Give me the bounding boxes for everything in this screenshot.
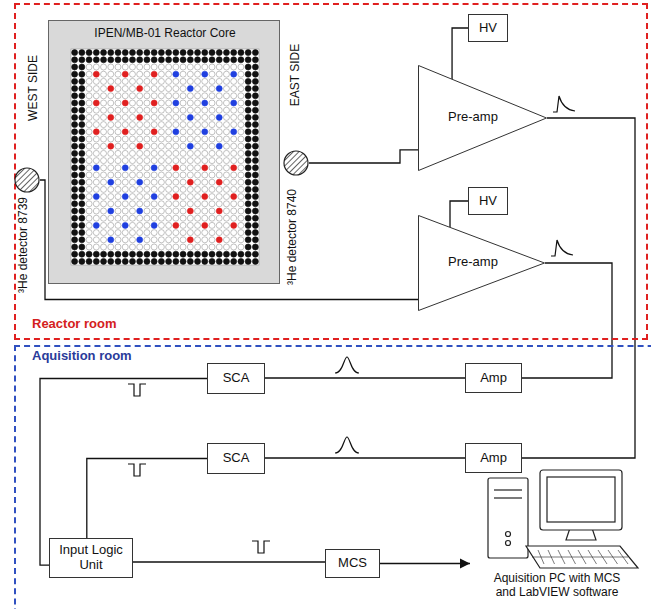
he3-detector: ³He detector 8739 — [14, 167, 40, 193]
signal-wire — [265, 457, 465, 458]
box-label: Pre-amp — [436, 255, 510, 270]
amp-box: Amp — [465, 443, 522, 473]
room-region: SCAAmpSCAAmpInput Logic UnitMCSAquisitio… — [14, 345, 651, 609]
preamplifier: Pre-amp — [418, 65, 547, 171]
preamplifier: Pre-amp — [418, 215, 545, 311]
he3-detector: ³He detector 8740 — [283, 150, 309, 176]
acquisition-pc: Aquisition PC with MCS and LabVIEW softw… — [470, 466, 645, 604]
logic-pulse — [128, 464, 146, 476]
box-label: Amp — [478, 371, 509, 386]
box-label: HV — [477, 21, 499, 36]
room-region: IPEN/MB-01 Reactor CoreHVPre-amp³He dete… — [14, 3, 648, 340]
signal-wire — [380, 563, 470, 564]
box-label: HV — [477, 194, 499, 209]
box-label: Amp — [478, 451, 509, 466]
detector-circle — [14, 167, 40, 193]
mcs-box: MCS — [325, 549, 380, 578]
side-label: WEST SIDE — [27, 55, 41, 121]
signal-wire — [522, 263, 612, 378]
amp-box: Amp — [465, 363, 522, 393]
logic-pulse — [252, 541, 270, 553]
signal-wire — [87, 459, 207, 539]
box-label: SCA — [221, 371, 252, 386]
sca-box: SCA — [207, 443, 265, 474]
room-label: Aquisition room — [32, 349, 132, 364]
shaped-pulse — [335, 357, 359, 373]
box-label: IPEN/MB-01 Reactor Core — [49, 27, 281, 41]
preamp-pulse — [553, 96, 575, 112]
logic-unit: Input Logic Unit — [49, 538, 133, 578]
signal-wire — [452, 28, 468, 79]
signal-wire — [265, 377, 465, 378]
sca-box: SCA — [207, 363, 265, 394]
signal-wire — [450, 201, 468, 227]
reactor-core: IPEN/MB-01 Reactor Core — [48, 20, 280, 284]
box-label: Aquisition PC with MCS and LabVIEW softw… — [482, 572, 632, 600]
shaped-pulse — [335, 437, 359, 453]
computer-icon — [470, 466, 645, 570]
signal-wire — [133, 561, 325, 562]
detector-label: ³He detector 8739 — [17, 197, 31, 293]
logic-pulse — [128, 384, 146, 396]
signal-wire — [309, 150, 418, 163]
side-label: EAST SIDE — [289, 44, 303, 106]
detector-circle — [283, 150, 309, 176]
room-label: Reactor room — [32, 317, 117, 332]
core-grid — [49, 21, 279, 283]
box-label: Pre-amp — [436, 110, 510, 125]
detector-label: ³He detector 8740 — [286, 189, 300, 285]
box-label: MCS — [336, 556, 369, 571]
hv-supply: HV — [468, 187, 508, 215]
preamp-pulse — [551, 240, 573, 256]
box-label: Input Logic Unit — [50, 543, 132, 573]
signal-wire — [522, 118, 635, 458]
box-label: SCA — [221, 451, 252, 466]
hv-supply: HV — [468, 14, 508, 42]
